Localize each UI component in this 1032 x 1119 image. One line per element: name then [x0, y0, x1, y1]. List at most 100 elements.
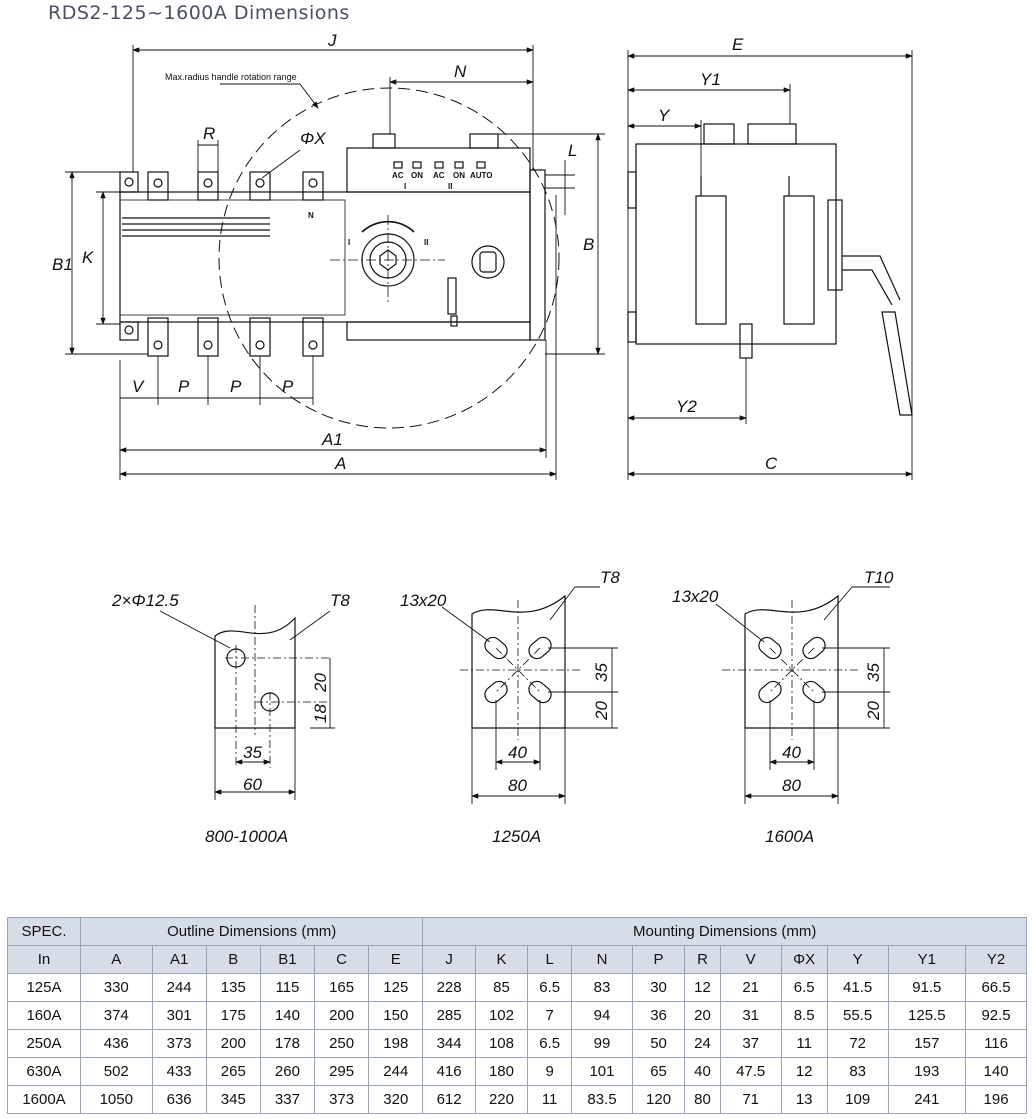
- mounting-header: Mounting Dimensions (mm): [422, 917, 1027, 946]
- table-cell: 175: [205, 1001, 261, 1030]
- terminal-3-d80: 80: [782, 776, 801, 795]
- outline-header: Outline Dimensions (mm): [79, 917, 424, 946]
- table-cell: 374: [80, 1001, 153, 1030]
- dim-v-label: V: [132, 377, 145, 396]
- table-cell: 433: [151, 1057, 207, 1086]
- table-cell: 30: [631, 973, 686, 1002]
- indicator-auto: AUTO: [470, 171, 493, 180]
- dim-y1-label: Y1: [700, 70, 721, 89]
- table-cell: 140: [259, 1001, 316, 1030]
- table-cell: 265: [205, 1057, 261, 1086]
- dim-y2-label: Y2: [676, 397, 697, 416]
- front-dimensions: [65, 45, 605, 480]
- table-cell: 120: [631, 1085, 686, 1114]
- dim-x-label: ΦX: [300, 129, 326, 148]
- column-header: K: [474, 945, 529, 974]
- column-header: J: [422, 945, 476, 974]
- table-cell: 50: [631, 1029, 686, 1058]
- table-cell: 196: [965, 1085, 1027, 1114]
- column-header: Y1: [887, 945, 967, 974]
- table-cell: 200: [314, 1001, 370, 1030]
- front-view: [119, 87, 560, 429]
- table-cell: 71: [719, 1085, 782, 1114]
- indicator-on-1: ON: [411, 171, 423, 180]
- table-cell: 140: [965, 1057, 1027, 1086]
- terminal-1250a: [441, 586, 618, 804]
- table-cell: 198: [368, 1029, 424, 1058]
- table-cell: 260: [259, 1057, 316, 1086]
- column-header: Y2: [965, 945, 1027, 974]
- terminal-2-d20: 20: [592, 701, 611, 721]
- table-cell: 337: [259, 1085, 316, 1114]
- table-cell: 85: [474, 973, 529, 1002]
- indicator-ac-2: AC: [433, 171, 445, 180]
- table-cell: 345: [205, 1085, 261, 1114]
- table-cell: 37: [719, 1029, 782, 1058]
- terminal-3-d20: 20: [864, 701, 883, 721]
- terminal-2-t: T8: [600, 568, 620, 587]
- terminal-1-d60: 60: [243, 775, 262, 794]
- table-cell: 200: [205, 1029, 261, 1058]
- terminal-1600a: [715, 586, 890, 804]
- table-cell: 612: [422, 1085, 476, 1114]
- table-cell: 416: [422, 1057, 476, 1086]
- terminal-2-d40: 40: [508, 743, 527, 762]
- table-cell: 36: [631, 1001, 686, 1030]
- table-cell: 47.5: [719, 1057, 782, 1086]
- indicator-ac-1: AC: [392, 171, 404, 180]
- table-cell: 220: [474, 1085, 529, 1114]
- terminal-1-t: T8: [330, 591, 350, 610]
- terminal-3-d35: 35: [864, 663, 883, 682]
- column-header: B1: [259, 945, 316, 974]
- table-cell: 101: [571, 1057, 633, 1086]
- dim-p1-label: P: [178, 377, 190, 396]
- table-cell: 320: [368, 1085, 424, 1114]
- dim-y-label: Y: [658, 106, 671, 125]
- row-spec-cell: 160A: [7, 1001, 81, 1030]
- dim-k-label: K: [82, 248, 94, 267]
- column-header: P: [631, 945, 686, 974]
- row-spec-cell: 1600A: [7, 1085, 81, 1114]
- table-cell: 6.5: [527, 973, 573, 1002]
- dimension-drawing: J N R ΦX L B B1 K V P P P A1 A Max.radiu…: [52, 31, 913, 846]
- terminal-1-d18: 18: [311, 704, 330, 723]
- table-cell: 65: [631, 1057, 686, 1086]
- spec-header: SPEC.: [7, 917, 81, 946]
- table-cell: 108: [474, 1029, 529, 1058]
- terminal-3-t: T10: [864, 568, 894, 587]
- dimensions-table: SPEC. Outline Dimensions (mm) Mounting D…: [7, 917, 1027, 1114]
- side-dimensions: [627, 50, 913, 480]
- terminal-1-d35: 35: [243, 743, 262, 762]
- table-cell: 6.5: [780, 973, 828, 1002]
- dim-p3-label: P: [282, 377, 294, 396]
- table-cell: 40: [684, 1057, 721, 1086]
- dim-n-label: N: [454, 62, 467, 81]
- table-cell: 165: [314, 973, 370, 1002]
- table-cell: 330: [80, 973, 153, 1002]
- dim-b1-label: B1: [52, 255, 73, 274]
- table-cell: 193: [887, 1057, 967, 1086]
- column-header: In: [7, 945, 81, 974]
- table-cell: 109: [826, 1085, 889, 1114]
- table-cell: 21: [719, 973, 782, 1002]
- table-cell: 94: [571, 1001, 633, 1030]
- table-cell: 55.5: [826, 1001, 889, 1030]
- dim-a-label: A: [334, 454, 346, 473]
- terminal-3-note: 13x20: [672, 587, 719, 606]
- table-cell: 373: [314, 1085, 370, 1114]
- table-cell: 20: [684, 1001, 721, 1030]
- table-cell: 301: [151, 1001, 207, 1030]
- terminal-3-caption: 1600A: [765, 827, 814, 846]
- table-cell: 9: [527, 1057, 573, 1086]
- column-header: R: [684, 945, 721, 974]
- table-cell: 66.5: [965, 973, 1027, 1002]
- terminal-800-1000a: [159, 605, 335, 800]
- column-header: V: [719, 945, 782, 974]
- terminal-3-d40: 40: [782, 743, 801, 762]
- table-cell: 157: [887, 1029, 967, 1058]
- table-cell: 502: [80, 1057, 153, 1086]
